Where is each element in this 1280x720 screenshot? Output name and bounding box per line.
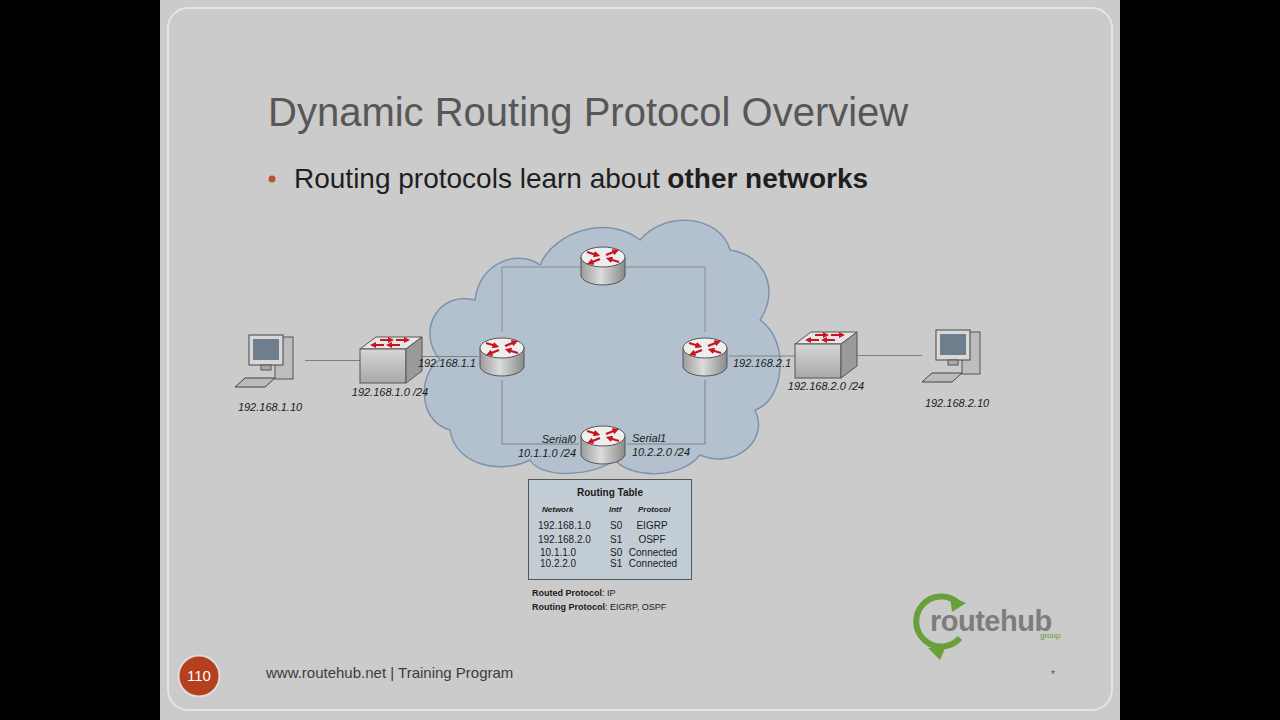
switch-node: 192.168.1.0 /24	[360, 333, 422, 388]
footer-text: www.routehub.net | Training Program	[266, 664, 513, 681]
table-cell: 192.168.2.0	[538, 534, 591, 545]
table-cell: EIGRP	[636, 520, 667, 531]
label-group: Connected	[629, 558, 677, 569]
logo-text: group	[1040, 631, 1060, 640]
label-group: S1	[610, 558, 622, 569]
label-group: 10.2.2.0	[540, 558, 576, 569]
table-cell: Connected	[629, 547, 677, 558]
node-label: Serial0 10.1.1.0 /24	[508, 432, 576, 460]
node-label: Serial1 10.2.2.0 /24	[632, 431, 700, 459]
label-group: S0	[610, 547, 622, 558]
label-group: www.routehub.net | Training Program	[266, 664, 513, 681]
node-label: Routing Table	[577, 487, 643, 500]
logo-text: routehub	[930, 605, 1052, 637]
label-group: Routed Protocol: IP	[532, 588, 616, 598]
router-node: 192.168.1.1	[478, 332, 526, 380]
router-icon	[478, 332, 526, 380]
protocol-note: : EIGRP, OSPF	[605, 602, 666, 612]
label-group: 10.1.1.0	[540, 547, 576, 558]
table-cell: OSPF	[638, 534, 665, 545]
page-number-circle: 110	[177, 654, 221, 698]
table-cell: S0	[610, 547, 622, 558]
table-cell: 10.2.2.0	[540, 558, 576, 569]
label-group: Routing Protocol: EIGRP, OSPF	[532, 602, 666, 612]
label-group: 192.168.1.0	[538, 520, 591, 531]
label-group: Protocol	[638, 505, 670, 514]
node-label: 192.168.2.1	[733, 357, 791, 371]
label-group: 192.168.2.0	[538, 534, 591, 545]
node-label: 192.168.1.0 /24	[352, 386, 428, 400]
node-label: 192.168.1.10	[238, 401, 302, 415]
label-group: Connected	[629, 547, 677, 558]
table-header: Intf	[609, 505, 621, 514]
protocol-note: Routing Protocol	[532, 602, 605, 612]
bullet-text: Routing protocols learn about	[294, 163, 660, 194]
slide-title: Dynamic Routing Protocol Overview	[268, 90, 908, 135]
table-header: Protocol	[638, 505, 670, 514]
table-cell: 192.168.1.0	[538, 520, 591, 531]
protocol-note: : IP	[602, 588, 616, 598]
switch-node: 192.168.2.0 /24	[795, 328, 857, 383]
switch-icon	[795, 328, 857, 383]
pc-node: 192.168.2.10	[922, 328, 992, 390]
pc-icon	[922, 328, 992, 390]
label-group: Intf	[609, 505, 621, 514]
network-link	[729, 356, 795, 357]
label-group: Routing protocols learn aboutother netwo…	[294, 163, 868, 195]
label-group: *	[1051, 669, 1055, 680]
footer-mark: *	[1051, 669, 1055, 680]
network-link	[857, 355, 922, 356]
network-link	[305, 360, 360, 361]
table-cell: Connected	[629, 558, 677, 569]
router-icon	[579, 420, 627, 468]
node-label: 192.168.2.10	[925, 397, 989, 411]
node-label: 110	[187, 667, 211, 686]
table-header: Network	[542, 505, 574, 514]
pc-icon	[235, 333, 305, 395]
table-cell: S1	[610, 534, 622, 545]
table-cell: 10.1.1.0	[540, 547, 576, 558]
pc-node: 192.168.1.10	[235, 333, 305, 395]
table-cell: S0	[610, 520, 622, 531]
network-link	[422, 356, 478, 357]
router-icon	[681, 332, 729, 380]
node-label: 192.168.1.1	[418, 357, 476, 371]
label-group: EIGRP	[636, 520, 667, 531]
router-node: Serial0 10.1.1.0 /24Serial1 10.2.2.0 /24	[579, 420, 627, 468]
label-group: Network	[542, 505, 574, 514]
bullet-text-bold: other networks	[667, 163, 868, 194]
switch-icon	[360, 333, 422, 388]
label-group: group	[1040, 631, 1060, 640]
label-group: S1	[610, 534, 622, 545]
node-label: 192.168.2.0 /24	[788, 380, 864, 394]
table-cell: S1	[610, 558, 622, 569]
router-node: 192.168.2.1	[681, 332, 729, 380]
label-group: OSPF	[638, 534, 665, 545]
label-group: routehub	[930, 605, 1052, 638]
label-group: S0	[610, 520, 622, 531]
protocol-note: Routed Protocol	[532, 588, 602, 598]
